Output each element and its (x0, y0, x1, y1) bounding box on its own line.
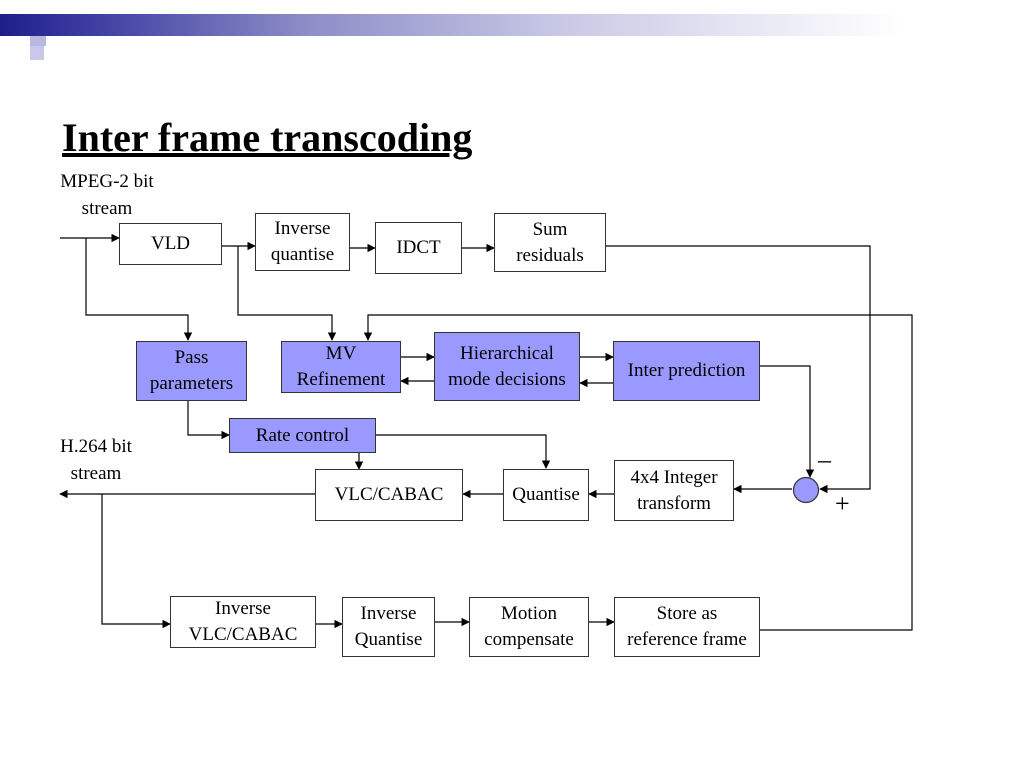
block-rate-control: Rate control (229, 418, 376, 453)
slide-title: Inter frame transcoding (62, 115, 473, 160)
block-quantise: Quantise (503, 469, 589, 521)
block-inter-prediction: Inter prediction (613, 341, 760, 401)
block-4x4-integer-transform: 4x4 Integer transform (614, 460, 734, 521)
block-motion-compensate: Motion compensate (469, 597, 589, 657)
header-gradient-bar (0, 14, 1024, 36)
summer-node (792, 476, 820, 504)
block-hierarchical-mode-decisions: Hierarchical mode decisions (434, 332, 580, 401)
block-mv-refinement: MV Refinement (281, 341, 401, 393)
block-sum-residuals: Sum residuals (494, 213, 606, 272)
block-idct: IDCT (375, 222, 462, 274)
block-inverse-quantise: Inverse quantise (255, 213, 350, 271)
block-pass-parameters: Pass parameters (136, 341, 247, 401)
summer-plus-sign: + (835, 489, 850, 518)
block-vld: VLD (119, 223, 222, 265)
block-store-as-reference-frame: Store as reference frame (614, 597, 760, 657)
block-inverse-vlc-cabac: Inverse VLC/CABAC (170, 596, 316, 648)
output-label-h264-bitstream: H.264 bit stream (60, 436, 132, 484)
block-vlc-cabac: VLC/CABAC (315, 469, 463, 521)
corner-square-faint (30, 46, 44, 60)
summer-minus-sign: – (818, 445, 831, 474)
input-label-mpeg2-bitstream: MPEG-2 bit stream (60, 171, 154, 219)
block-inverse-quantise-2: Inverse Quantise (342, 597, 435, 657)
